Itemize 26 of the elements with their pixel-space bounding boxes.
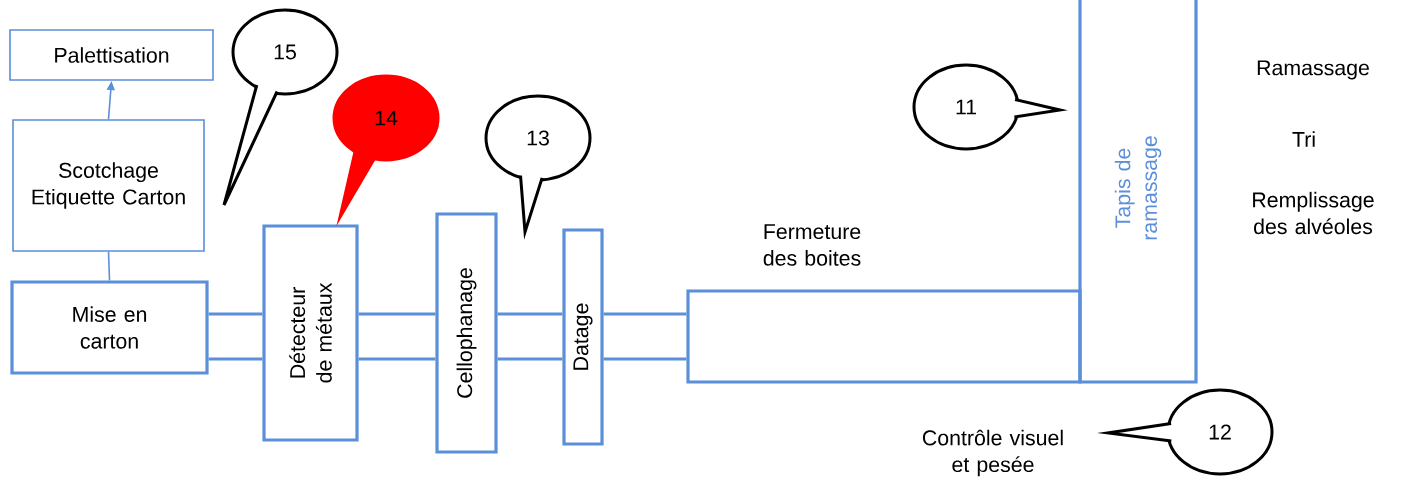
conveyor-line [358,312,436,316]
conveyor-line [603,312,687,316]
callout-bubble: 14 [332,74,440,227]
conveyor-line [497,357,563,361]
callout-bubble: 11 [912,63,1068,151]
text-label: Ramassage [1257,60,1369,80]
conveyor-line [208,312,263,316]
conveyor-line [358,357,436,361]
process-box: Scotchage Etiquette Carton [12,119,205,252]
process-box: Palettisation [9,29,214,81]
conveyor-box: Tapis de ramassage [1078,0,1198,384]
conveyor-line [208,357,263,361]
callout-bubble: 12 [1097,388,1274,476]
conveyor-line [497,312,563,316]
machine-box: Datage [562,228,604,446]
callout-bubble: 15 [222,8,339,207]
machine-box: Détecteur de métaux [262,224,359,442]
conveyor-line [603,357,687,361]
node-label: Fermeture des boites [763,224,861,266]
process-box: Mise en carton [10,280,209,375]
conveyor-line [107,251,111,282]
callout-bubble: 13 [484,94,592,240]
text-label: Tri [1292,131,1315,147]
text-label: Contrôle visuel et pesée [922,429,1063,477]
machine-box: Cellophanage [435,212,498,454]
text-label: Remplissage des alvéoles [1253,191,1374,235]
